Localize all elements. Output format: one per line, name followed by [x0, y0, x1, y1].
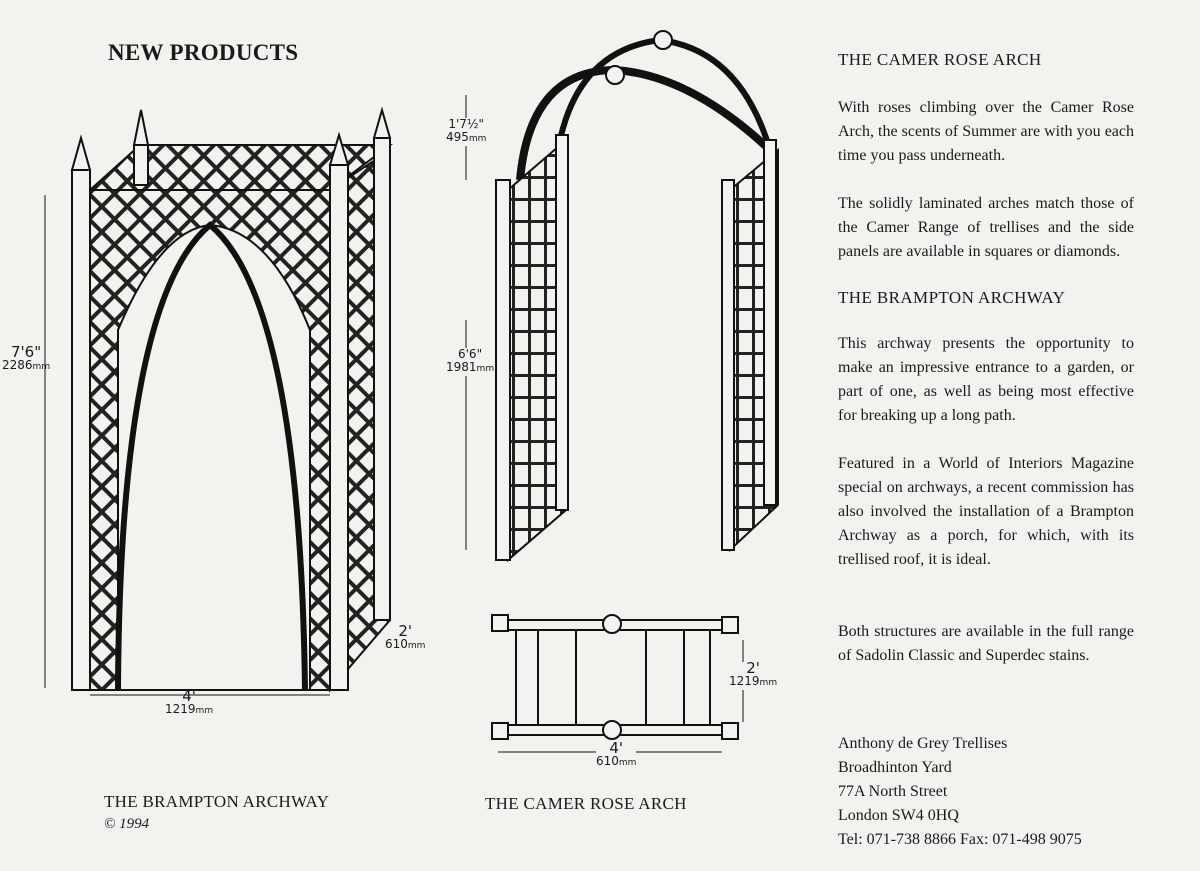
product-descriptions: THE CAMER ROSE ARCH With roses climbing … — [838, 48, 1134, 668]
paragraph: This archway presents the opportunity to… — [838, 335, 1134, 424]
paragraph: Both structures are available in the ful… — [838, 623, 1134, 664]
brampton-width-dimension: 4'1219mm — [165, 687, 214, 717]
copyright: © 1994 — [104, 816, 150, 832]
paragraph: With roses climbing over the Camer Rose … — [838, 99, 1134, 164]
camer-depth-dimension: 2'1219mm — [729, 659, 778, 690]
section-heading: THE CAMER ROSE ARCH — [838, 50, 1042, 69]
brampton-depth-dimension: 2'610mm — [385, 622, 426, 652]
page-title: NEW PRODUCTS — [108, 40, 299, 65]
camer-width-dimension: 4'610mm — [596, 739, 637, 770]
paragraph: The solidly laminated arches match those… — [838, 195, 1134, 260]
camer-caption: THE CAMER ROSE ARCH — [485, 794, 687, 813]
brampton-archway-drawing — [44, 106, 393, 696]
camer-height-dimension: 6'6"1981mm — [446, 347, 495, 376]
brampton-caption: THE BRAMPTON ARCHWAY — [104, 792, 330, 811]
address-block: Anthony de Grey Trellises Broadhinton Ya… — [838, 735, 1082, 848]
camer-rose-arch-drawing — [465, 30, 779, 753]
section-heading: THE BRAMPTON ARCHWAY — [838, 288, 1066, 307]
brampton-height-dimension: 7'6"2286mm — [2, 343, 51, 373]
camer-arch-dimension: 1'7½"495mm — [446, 117, 487, 146]
paragraph: Featured in a World of Interiors Magazin… — [838, 455, 1134, 568]
